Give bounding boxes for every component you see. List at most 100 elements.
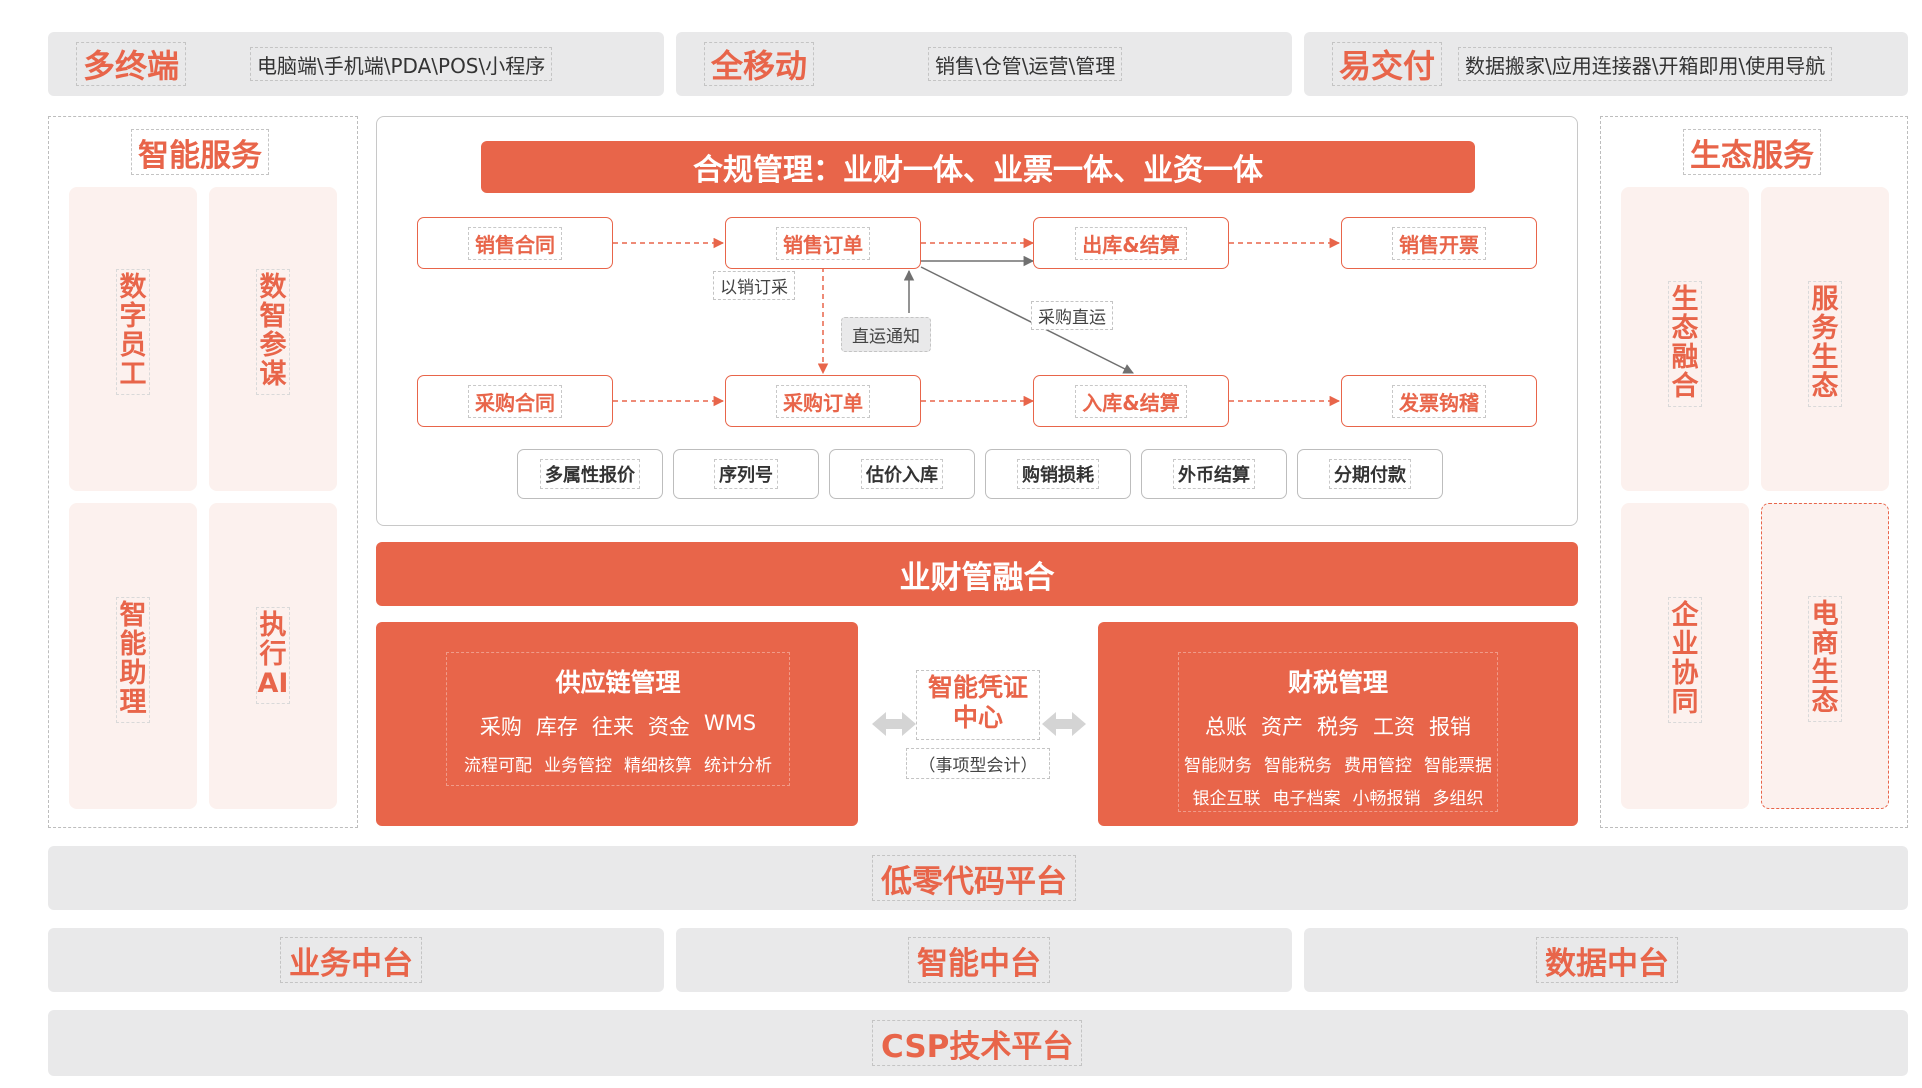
- flow-arrows: [613, 237, 1341, 407]
- compliance-banner: 合规管理：业财一体、业票一体、业资一体: [481, 141, 1475, 193]
- voucher-title-line1: 智能凭证: [927, 673, 1028, 702]
- panel-title: 生态服务: [1683, 129, 1821, 175]
- sc-item: 库存: [535, 715, 578, 739]
- note-direct-purchase: 采购直运: [1031, 301, 1113, 330]
- left-panel-smart-services: 智能服务 数字员工 数智参谋 智能助理 执行AI: [48, 116, 358, 828]
- arrow-direct-purchase: [920, 266, 1134, 374]
- platform-label: 业务中台: [280, 937, 422, 983]
- service-label: 数智参谋: [256, 269, 290, 395]
- feature-loss: 购销损耗: [985, 449, 1131, 499]
- integration-bar-text: 业财管融合: [899, 559, 1055, 596]
- finance-tax-line3: 银企互联 电子档案 小畅报销 多组织: [1179, 784, 1497, 809]
- feature-estimate-inbound: 估价入库: [829, 449, 975, 499]
- ft-item: 资产: [1261, 715, 1303, 739]
- feature-label: 估价入库: [861, 459, 943, 489]
- eco-tile-integration: 生态融合: [1621, 187, 1749, 491]
- supply-chain-content: 供应链管理 采购 库存 往来 资金 WMS 流程可配 业务管控 精细核算 统计分…: [446, 652, 790, 786]
- sc-item: 流程可配: [464, 756, 532, 776]
- eco-tile-enterprise: 企业协同: [1621, 503, 1749, 809]
- compliance-panel: 合规管理：业财一体、业票一体、业资一体 销售合同 销售订单 出库&结算 销售开票…: [376, 116, 1578, 526]
- eco-label: 生态融合: [1668, 281, 1702, 407]
- flow-sales-order: 销售订单: [725, 217, 921, 269]
- sc-item: 业务管控: [544, 756, 612, 776]
- flow-sales-invoice: 销售开票: [1341, 217, 1537, 269]
- supply-chain-line2: 流程可配 业务管控 精细核算 统计分析: [447, 751, 789, 776]
- finance-tax-line2: 智能财务 智能税务 费用管控 智能票据: [1179, 751, 1497, 776]
- eco-label: 企业协同: [1668, 597, 1702, 723]
- top-bar-title: 多终端: [76, 42, 187, 86]
- service-label: 智能助理: [116, 597, 150, 723]
- ft-item: 税务: [1317, 715, 1359, 739]
- panel-title: 智能服务: [131, 129, 269, 175]
- service-tile-digital-advisor: 数智参谋: [209, 187, 337, 491]
- voucher-title-line2: 中心: [952, 703, 1003, 732]
- ft-item: 多组织: [1432, 789, 1484, 809]
- lowcode-label: 低零代码平台: [872, 855, 1076, 901]
- finance-tax-block: 财税管理 总账 资产 税务 工资 报销 智能财务 智能税务 费用管控 智能票据 …: [1098, 622, 1578, 826]
- voucher-subtitle: （事项型会计）: [906, 748, 1050, 779]
- top-bar-subtitle: 电脑端\手机端\PDA\POS\小程序: [250, 47, 553, 81]
- service-label: 执行AI: [256, 607, 290, 704]
- supply-chain-line1: 采购 库存 往来 资金 WMS: [447, 711, 789, 741]
- flow-outbound-settlement: 出库&结算: [1033, 217, 1229, 269]
- flow-label: 采购合同: [468, 384, 562, 418]
- ft-item: 总账: [1205, 715, 1247, 739]
- double-arrow-left-icon: [872, 712, 916, 736]
- csp-platform-bar: CSP技术平台: [48, 1010, 1908, 1076]
- ft-item: 银企互联: [1192, 789, 1261, 809]
- right-panel-eco-services: 生态服务 生态融合 服务生态 企业协同 电商生态: [1600, 116, 1908, 828]
- eco-label: 电商生态: [1808, 596, 1842, 722]
- flow-label: 入库&结算: [1075, 384, 1187, 418]
- ft-item: 报销: [1429, 715, 1471, 739]
- eco-tile-service: 服务生态: [1761, 187, 1889, 491]
- service-tile-execution-ai: 执行AI: [209, 503, 337, 809]
- feature-installment: 分期付款: [1297, 449, 1443, 499]
- ft-item: 智能财务: [1184, 756, 1252, 776]
- feature-label: 序列号: [714, 459, 778, 489]
- double-arrow-right-icon: [1042, 712, 1086, 736]
- ft-item: 智能税务: [1264, 756, 1332, 776]
- flow-label: 销售订单: [776, 226, 870, 260]
- sc-item: 资金: [647, 715, 690, 739]
- flow-label: 销售合同: [468, 226, 562, 260]
- note-direct-notice: 直运通知: [841, 317, 931, 352]
- flow-purchase-order: 采购订单: [725, 375, 921, 427]
- compliance-banner-text: 合规管理：业财一体、业票一体、业资一体: [693, 153, 1263, 188]
- top-bar-title: 全移动: [704, 42, 815, 86]
- sc-item: 采购: [479, 715, 522, 739]
- voucher-center: 智能凭证 中心 （事项型会计）: [870, 660, 1086, 790]
- sc-item: 精细核算: [624, 756, 692, 776]
- feature-label: 分期付款: [1329, 459, 1411, 489]
- service-tile-digital-employee: 数字员工: [69, 187, 197, 491]
- flow-sales-contract: 销售合同: [417, 217, 613, 269]
- supply-chain-block: 供应链管理 采购 库存 往来 资金 WMS 流程可配 业务管控 精细核算 统计分…: [376, 622, 858, 826]
- supply-chain-title: 供应链管理: [555, 668, 681, 697]
- flow-label: 发票钩稽: [1392, 384, 1486, 418]
- finance-tax-title: 财税管理: [1287, 668, 1388, 697]
- ft-item: 小畅报销: [1352, 789, 1421, 809]
- flow-purchase-contract: 采购合同: [417, 375, 613, 427]
- feature-label: 多属性报价: [540, 459, 640, 489]
- platform-business: 业务中台: [48, 928, 664, 992]
- ft-item: 电子档案: [1272, 789, 1341, 809]
- flow-label: 采购订单: [776, 384, 870, 418]
- feature-label: 购销损耗: [1017, 459, 1099, 489]
- voucher-title-box: 智能凭证 中心: [916, 670, 1040, 740]
- feature-label: 外币结算: [1173, 459, 1255, 489]
- eco-tile-ecommerce: 电商生态: [1761, 503, 1889, 809]
- top-bar-subtitle: 数据搬家\应用连接器\开箱即用\使用导航: [1458, 47, 1833, 81]
- note-sales-to-purchase: 以销订采: [713, 271, 795, 300]
- platform-label: 数据中台: [1536, 937, 1678, 983]
- integration-bar: 业财管融合: [376, 542, 1578, 606]
- top-bar-subtitle: 销售\仓管\运营\管理: [928, 47, 1123, 81]
- flow-invoice-check: 发票钩稽: [1341, 375, 1537, 427]
- platform-label: 智能中台: [908, 937, 1050, 983]
- eco-label: 服务生态: [1808, 281, 1842, 407]
- service-tile-smart-assistant: 智能助理: [69, 503, 197, 809]
- flow-label: 出库&结算: [1075, 226, 1187, 260]
- feature-multi-attr-quote: 多属性报价: [517, 449, 663, 499]
- finance-tax-content: 财税管理 总账 资产 税务 工资 报销 智能财务 智能税务 费用管控 智能票据 …: [1178, 652, 1498, 812]
- top-bar-multi-terminal: 多终端 电脑端\手机端\PDA\POS\小程序: [48, 32, 664, 96]
- feature-foreign-currency: 外币结算: [1141, 449, 1287, 499]
- lowcode-platform-bar: 低零代码平台: [48, 846, 1908, 910]
